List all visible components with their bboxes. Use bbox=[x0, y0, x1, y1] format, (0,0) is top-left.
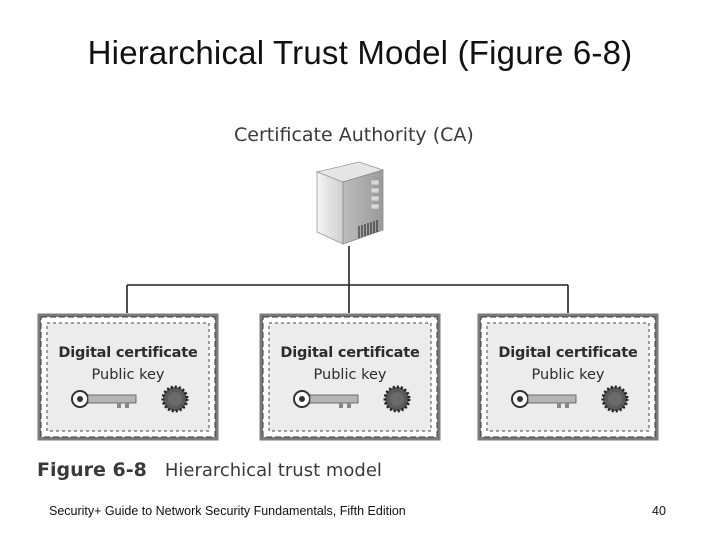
certificate-subtitle: Public key bbox=[313, 367, 387, 383]
footer-source: Security+ Guide to Network Security Fund… bbox=[49, 504, 406, 518]
certificate-frame bbox=[477, 313, 659, 441]
figure-caption-text: Hierarchical trust model bbox=[164, 460, 382, 481]
seal-icon bbox=[601, 385, 629, 413]
figure-number: Figure 6-8 bbox=[37, 459, 147, 481]
certificate-frame bbox=[259, 313, 441, 441]
seal-icon bbox=[161, 385, 189, 413]
certificate-card: Digital certificate Public key bbox=[477, 313, 659, 441]
page-number: 40 bbox=[652, 504, 666, 518]
figure-caption: Figure 6-8 Hierarchical trust model bbox=[37, 459, 382, 481]
slide-title: Hierarchical Trust Model (Figure 6-8) bbox=[87, 34, 633, 71]
certificate-frame bbox=[37, 313, 219, 441]
certificate-title: Digital certificate bbox=[498, 345, 638, 361]
certificate-card: Digital certificate Public key bbox=[37, 313, 219, 441]
key-icon bbox=[511, 390, 577, 408]
key-icon bbox=[293, 390, 359, 408]
certificate-subtitle: Public key bbox=[531, 367, 605, 383]
key-icon bbox=[71, 390, 137, 408]
ca-label: Certificate Authority (CA) bbox=[234, 124, 474, 146]
seal-icon bbox=[383, 385, 411, 413]
certificate-title: Digital certificate bbox=[280, 345, 420, 361]
certificate-card: Digital certificate Public key bbox=[259, 313, 441, 441]
certificate-subtitle: Public key bbox=[91, 367, 165, 383]
certificate-title: Digital certificate bbox=[58, 345, 198, 361]
server-icon bbox=[315, 161, 385, 245]
